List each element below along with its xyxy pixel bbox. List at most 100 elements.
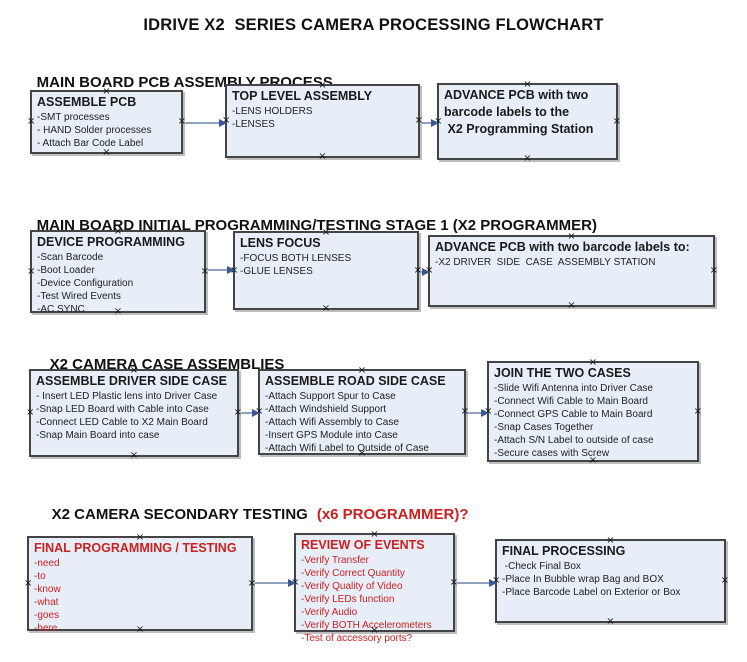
section-header-suffix: (x6 PROGRAMMER)?	[316, 506, 469, 523]
flow-box-advance-pcb-driver-side-station[interactable]: × × × × ADVANCE PCB with two barcode lab…	[425, 232, 718, 311]
box-items: -X2 DRIVER SIDE CASE ASSEMBLY STATION	[435, 256, 709, 269]
box-item: -here	[34, 623, 58, 634]
box-title: ASSEMBLE ROAD SIDE CASE	[265, 374, 446, 388]
box-item: - HAND Solder processes	[37, 125, 152, 136]
box-item: -Scan Barcode	[37, 252, 104, 263]
arrowhead-icon	[422, 268, 430, 276]
box-item: -Place In Bubble wrap Bag and BOX	[502, 574, 664, 585]
box-item: -know	[34, 584, 61, 595]
flow-connector	[457, 579, 497, 587]
connection-anchor-icon: ×	[26, 407, 35, 418]
box-title: ADVANCE PCB with two barcode labels to t…	[444, 88, 594, 136]
box-item: -goes	[34, 610, 60, 621]
flow-connector	[241, 409, 260, 417]
flow-box-advance-pcb-programming-station[interactable]: × × × × ADVANCE PCB with two barcode lab…	[434, 80, 621, 164]
connection-anchor-icon: ×	[709, 265, 718, 276]
flow-connector	[468, 409, 489, 417]
box-title: LENS FOCUS	[240, 236, 321, 250]
box-items: -need -to -know -what -goes -here	[34, 557, 247, 635]
box-item: -Connect Wifi Cable to Main Board	[494, 396, 648, 407]
flow-box-review-of-events[interactable]: × × × × REVIEW OF EVENTS -Verify Transfe…	[291, 530, 458, 645]
box-items: -SMT processes- HAND Solder processes- A…	[37, 111, 177, 150]
box-item: -Attach Wifi Assembly to Case	[265, 417, 399, 428]
arrowhead-icon	[481, 409, 489, 417]
box-item: -Attach Wifi Label to Outside of Case	[265, 443, 429, 454]
box-item: -LENSES	[232, 119, 275, 130]
box-title: ASSEMBLE DRIVER SIDE CASE	[36, 374, 228, 388]
flow-box-final-programming-testing[interactable]: × × × × FINAL PROGRAMMING / TESTING -nee…	[24, 533, 256, 635]
flow-connector	[208, 266, 235, 274]
flow-connector	[185, 119, 227, 127]
flow-box-final-processing[interactable]: × × × × FINAL PROCESSING -Check Final Bo…	[492, 536, 729, 627]
connection-anchor-icon: ×	[693, 405, 702, 417]
arrowhead-icon	[219, 119, 227, 127]
section-header-text: MAIN BOARD INITIAL PROGRAMMING/TESTING S…	[36, 217, 597, 234]
box-item: -Verify Quality of Video	[301, 581, 403, 592]
flow-box-assemble-road-side-case[interactable]: × × × × ASSEMBLE ROAD SIDE CASE -Attach …	[255, 366, 469, 459]
box-item: -Test of accessory ports?	[301, 633, 413, 644]
flow-box-top-level-assembly[interactable]: × × × × TOP LEVEL ASSEMBLY -LENS HOLDERS…	[222, 81, 423, 162]
arrowhead-icon	[431, 119, 439, 127]
section-header-text: X2 CAMERA SECONDARY TESTING	[51, 506, 308, 523]
box-item: -Verify Audio	[301, 607, 358, 618]
box-item: -FOCUS BOTH LENSES	[240, 253, 352, 264]
section-header-text: X2 CAMERA CASE ASSEMBLIES	[49, 356, 285, 373]
box-title: ADVANCE PCB with two barcode labels to:	[435, 240, 690, 254]
box-item: -Verify LEDs function	[301, 594, 395, 605]
flow-connector	[255, 579, 296, 587]
connection-anchor-icon: ×	[567, 300, 576, 311]
connection-anchor-icon: ×	[129, 450, 139, 461]
box-item: -Verify BOTH Accelerometers	[301, 620, 432, 631]
connection-anchor-icon: ×	[321, 303, 331, 314]
box-items: -FOCUS BOTH LENSES -GLUE LENSES	[240, 252, 413, 278]
box-item: -Attach S/N Label to outside of case	[494, 435, 654, 446]
flow-box-device-programming[interactable]: × × × × DEVICE PROGRAMMING -Scan Barcode…	[27, 227, 209, 317]
box-items: -Verify Transfer-Verify Correct Quantity…	[301, 554, 449, 645]
box-items: -Check Final Box-Place In Bubble wrap Ba…	[502, 560, 720, 599]
box-title: REVIEW OF EVENTS	[301, 538, 425, 552]
connection-anchor-icon: ×	[318, 151, 327, 162]
arrowhead-icon	[489, 579, 497, 587]
box-item: -Boot Loader	[37, 265, 95, 276]
flow-connector	[420, 268, 430, 276]
connection-anchor-icon: ×	[720, 575, 729, 586]
flow-box-lens-focus[interactable]: × × × × LENS FOCUS -FOCUS BOTH LENSES-GL…	[230, 228, 422, 314]
box-title: ASSEMBLE PCB	[37, 95, 137, 109]
box-item: -Slide Wifi Antenna into Driver Case	[494, 383, 653, 394]
box-item: -GLUE LENSES	[240, 266, 313, 277]
box-items: -Slide Wifi Antenna into Driver Case -Con…	[494, 382, 693, 460]
box-item: -Secure cases with Screw	[494, 448, 610, 459]
box-item: -what	[34, 597, 59, 608]
flow-box-assemble-driver-side-case[interactable]: × × × × ASSEMBLE DRIVER SIDE CASE - Inse…	[26, 366, 242, 461]
box-item: -Snap Cases Together	[494, 422, 594, 433]
connection-anchor-icon: ×	[27, 265, 36, 277]
connection-anchor-icon: ×	[612, 115, 621, 127]
page-title: IDRIVE X2 SERIES CAMERA PROCESSING FLOWC…	[143, 16, 604, 34]
arrowhead-icon	[227, 266, 235, 274]
box-item: -AC SYNC	[37, 304, 85, 315]
box-item: -Attach Windshield Support	[265, 404, 387, 415]
arrowhead-icon	[252, 409, 260, 417]
box-item: -Place Barcode Label on Exterior or Box	[502, 587, 681, 598]
box-title: JOIN THE TWO CASES	[494, 366, 631, 380]
box-item: -Connect LED Cable to X2 Main Board	[36, 417, 208, 428]
box-item: -to	[34, 571, 46, 582]
flow-box-join-the-two-cases[interactable]: × × × × JOIN THE TWO CASES -Slide Wifi A…	[484, 358, 702, 466]
box-item: -Connect GPS Cable to Main Board	[494, 409, 653, 420]
box-item: - Insert LED Plastic lens into Driver Ca…	[36, 391, 218, 402]
box-item: -Test Wired Events	[37, 291, 121, 302]
connection-anchor-icon: ×	[27, 116, 36, 127]
connection-anchor-icon: ×	[24, 577, 33, 589]
flow-connector	[421, 119, 439, 127]
box-item: -Snap LED Board with Cable into Case	[36, 404, 209, 415]
connection-anchor-icon: ×	[606, 616, 615, 627]
box-item: -LENS HOLDERS	[232, 106, 313, 117]
box-item: -Device Configuration	[37, 278, 134, 289]
flow-box-assemble-pcb[interactable]: × × × × ASSEMBLE PCB -SMT processes- HAN…	[27, 87, 186, 158]
arrowhead-icon	[288, 579, 296, 587]
box-title: FINAL PROCESSING	[502, 544, 626, 558]
box-item: - Attach Bar Code Label	[37, 138, 144, 149]
box-item: -need	[34, 558, 60, 569]
box-title: TOP LEVEL ASSEMBLY	[232, 89, 373, 103]
